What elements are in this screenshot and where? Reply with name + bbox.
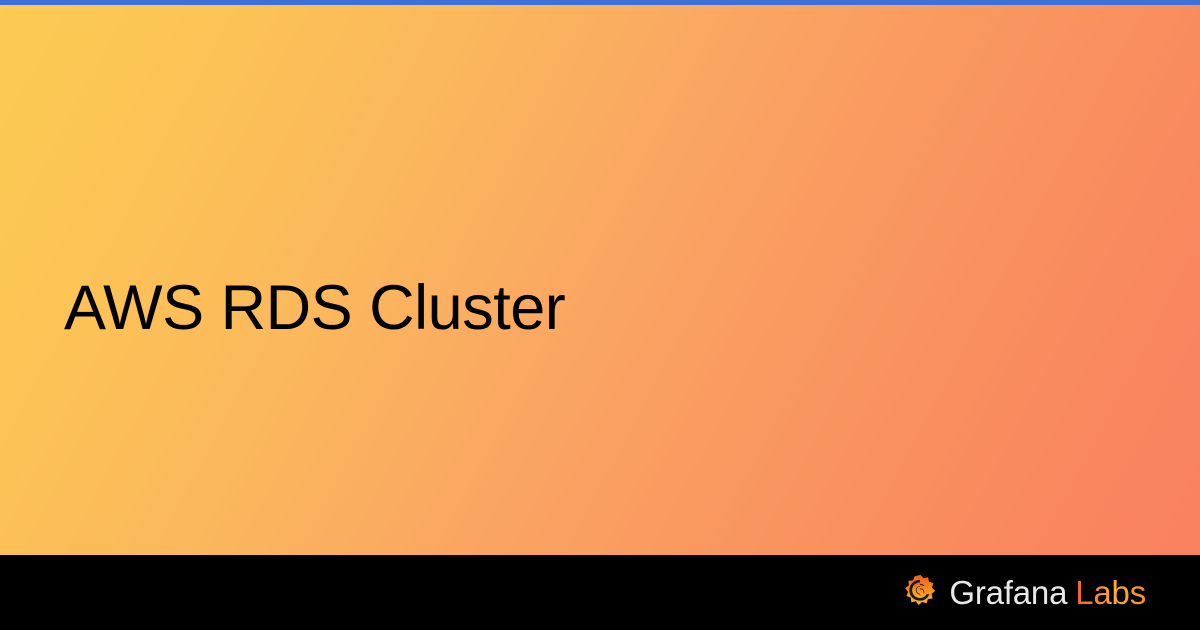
hero-banner: AWS RDS Cluster — [0, 0, 1200, 555]
top-accent-bar — [0, 0, 1200, 5]
page-title: AWS RDS Cluster — [64, 273, 566, 343]
brand-name-secondary: Labs — [1075, 574, 1146, 611]
brand-name-primary: Grafana — [949, 574, 1068, 611]
footer-bar: Grafana Labs — [0, 555, 1200, 630]
grafana-labs-brand: Grafana Labs — [903, 574, 1146, 612]
grafana-logo-icon — [905, 574, 936, 605]
grafana-labs-wordmark: Grafana Labs — [949, 576, 1146, 609]
